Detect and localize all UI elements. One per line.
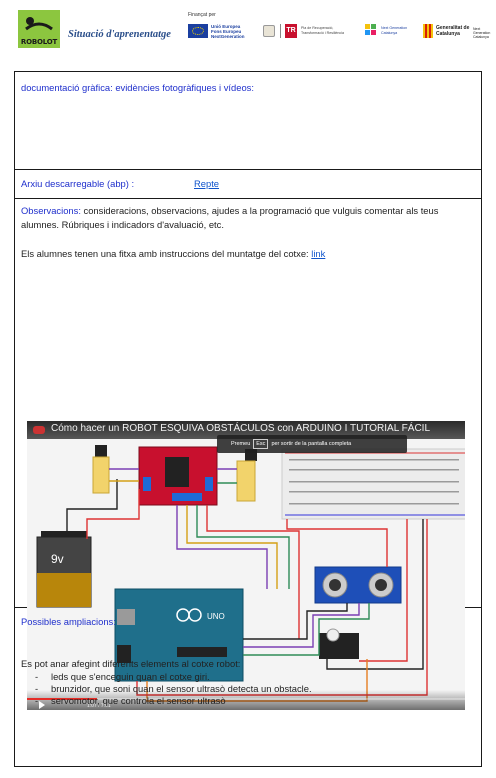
generalitat-text: Generalitat de Catalunya [436,25,470,37]
extensions-content: Es pot anar afegint diferents elements a… [21,658,312,707]
logo-text: ROBOLOT [20,38,58,46]
extensions-label: Possibles ampliacions: [21,616,116,627]
extensions-intro: Es pot anar afegint diferents elements a… [21,658,241,669]
channel-icon [33,426,45,434]
list-item: servomotor, que controla el sensor ultra… [21,695,312,707]
circuit-diagram-image: 9v UNO [36,445,465,702]
list-item: brunzidor, que soni quan el sensor ultra… [21,683,312,695]
tr-logo-icon: TR [285,24,297,38]
row-download: Arxiu descarregable (abp) : Repte [15,170,481,199]
download-label: Arxiu descarregable (abp) : [21,178,135,189]
board-label: UNO [207,612,225,621]
docs-label: documentació gràfica: evidències fotogrà… [21,82,254,93]
next-generation-icon [365,24,378,37]
observations-label: Observacions: [21,205,81,216]
repte-link[interactable]: Repte [194,178,220,189]
video-title-bar: Cómo hacer un ROBOT ESQUIVA OBSTÁCULOS c… [27,421,465,439]
row-documentation: documentació gràfica: evidències fotogrà… [15,72,481,170]
esc-suffix: per sortir de la pantalla completa [271,441,352,447]
generalitat-flag-icon [423,24,433,38]
extensions-list: leds que s'enceguin quan el cotxe giri. … [21,671,312,707]
generalitat-small-text: Next Generation Catalunya [473,27,491,39]
eu-text: Unió Europea Fons Europeu NextGeneration [211,24,245,39]
document-table: documentació gràfica: evidències fotogrà… [14,71,482,767]
row-observations: Observacions: consideracions, observacio… [15,199,481,710]
eu-flag-icon [188,24,208,38]
document-title: Situació d'aprenentatge [68,29,171,40]
row-extensions: Possibles ampliacions: Es pot anar afegi… [15,608,481,766]
robolot-logo: ROBOLOT [18,10,60,48]
esc-key: Esc [253,439,269,449]
list-item: leds que s'enceguin quan el cotxe giri. [21,671,312,683]
instructions-text: Els alumnes tenen una fitxa amb instrucc… [21,248,312,259]
instructions-link[interactable]: link [311,248,326,259]
header: ROBOLOT Situació d'aprenentatge Finançat… [0,0,496,62]
video-title[interactable]: Cómo hacer un ROBOT ESQUIVA OBSTÁCULOS c… [51,423,431,434]
funded-label: Finançat per [188,12,216,18]
instructions-sentence: Els alumnes tenen una fitxa amb instrucc… [21,247,325,261]
battery-label: 9v [51,552,64,566]
government-crest-icon [263,25,275,37]
ng-text: Next Generation Catalunya [381,26,408,35]
divider [280,24,281,38]
esc-prefix: Premeu [231,441,251,447]
robot-icon [25,17,53,31]
observations-text: consideracions, observacions, ajudes a l… [21,205,439,230]
observations-paragraph: Observacions: consideracions, observacio… [21,204,476,232]
tr-text: Pla de Recuperació, Transformació i Resi… [301,26,345,35]
